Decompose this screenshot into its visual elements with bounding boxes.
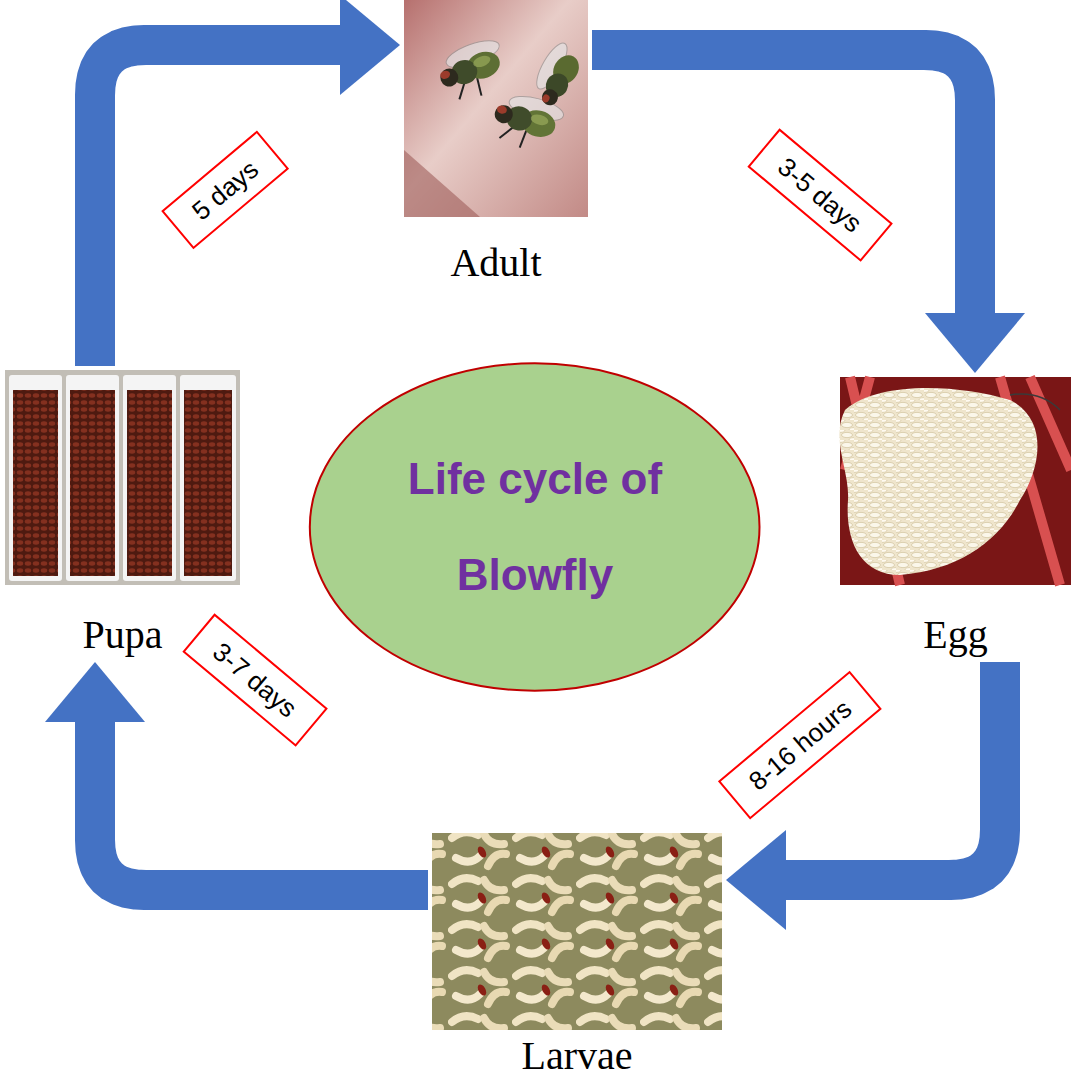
duration-text: 3-5 days [772, 151, 868, 238]
ellipse-outline [308, 362, 761, 692]
duration-box: 8-16 hours [718, 670, 882, 819]
tray [180, 375, 236, 581]
cycle-arrow [592, 50, 975, 313]
fly-eye [541, 93, 551, 103]
cycle-arrow [786, 662, 1000, 880]
pupae [70, 390, 115, 576]
egg-photo [839, 377, 1071, 585]
duration-box: 3-7 days [182, 613, 327, 746]
fly-head [539, 86, 561, 108]
fly-head [438, 66, 461, 89]
ellipse-text-holder: Life cycle of Blowfly [308, 362, 761, 692]
stage-box: Pupa [5, 370, 240, 658]
fly-sheen [530, 113, 550, 127]
duration-box: 3-5 days [747, 128, 892, 261]
title-text: Life cycle of Blowfly [365, 431, 705, 623]
fly-sheen [472, 54, 492, 70]
fly-leg [475, 78, 483, 96]
fly-leg [520, 130, 527, 148]
fly [433, 35, 514, 107]
photo-ground [404, 0, 588, 217]
stage-label: Adult [446, 240, 545, 286]
pupae [13, 390, 58, 576]
stage-label: Egg [919, 612, 991, 658]
adult-photo [404, 0, 588, 217]
photo-space [840, 377, 1071, 612]
fly [526, 39, 587, 110]
duration-text: 3-7 days [207, 636, 303, 723]
fly-head [493, 103, 515, 125]
title-ellipse: Life cycle of Blowfly [308, 362, 761, 692]
larvae-photo [432, 833, 722, 1030]
photo-shadow [404, 150, 480, 217]
egg-mass [839, 388, 1037, 575]
photo-space [5, 370, 240, 612]
duration-text: 5 days [186, 154, 264, 226]
photo-ground [432, 833, 722, 1030]
tray [123, 375, 176, 581]
stage-label: Pupa [79, 612, 167, 658]
cycle-arrow [95, 45, 340, 366]
fly-eye [439, 69, 451, 80]
pupa-photo [5, 370, 240, 585]
stage-box: Egg [840, 377, 1071, 658]
duration-box: 5 days [161, 131, 289, 249]
photo-space [404, 0, 588, 240]
photo-space [432, 833, 722, 1034]
stage-box: Adult [404, 0, 588, 286]
pupae [184, 390, 232, 576]
photo-ground [5, 370, 240, 585]
pupae [127, 390, 172, 576]
hair [1010, 394, 1060, 410]
ellipse-shape [310, 363, 760, 690]
stage-label: Larvae [517, 1034, 636, 1078]
cycle-arrow [95, 722, 428, 890]
tray [9, 375, 62, 581]
tray [66, 375, 119, 581]
fly-eye [496, 105, 508, 115]
stage-box: Larvae [432, 833, 722, 1078]
duration-text: 8-16 hours [743, 694, 858, 797]
photo-ground [840, 377, 1071, 585]
